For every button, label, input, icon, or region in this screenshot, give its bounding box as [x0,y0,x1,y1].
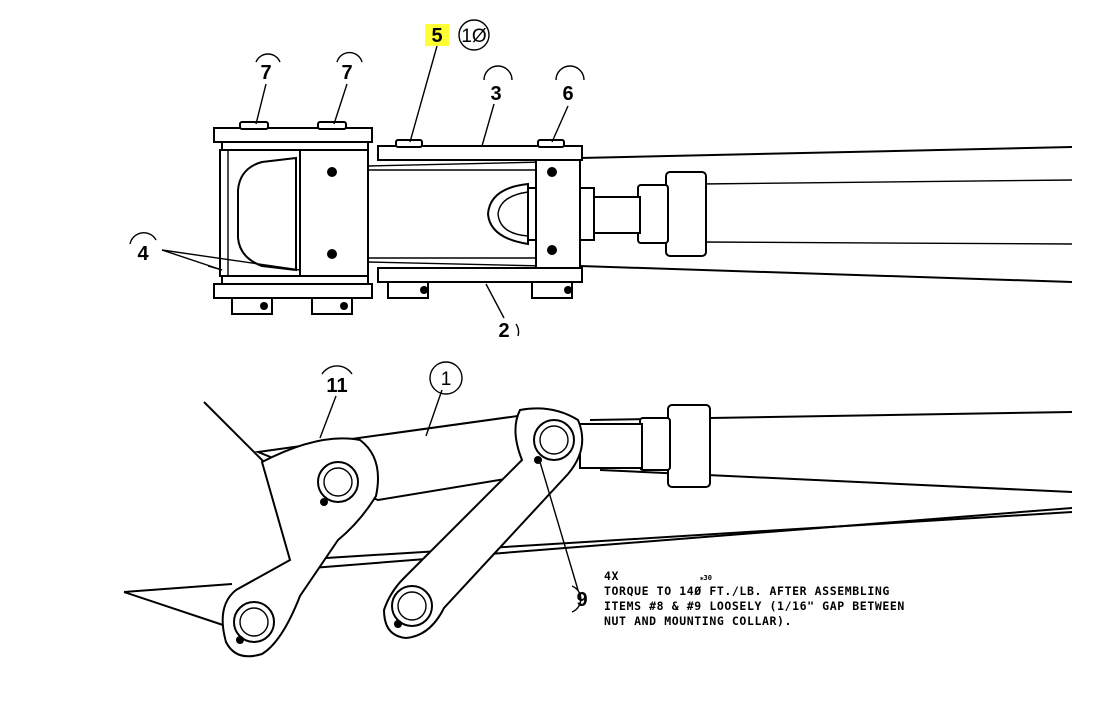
callout-7a: 7 [260,62,271,84]
callout-circle [458,19,490,51]
callout-arc [515,323,520,337]
callout-arc [336,51,363,63]
callout-circle [429,361,463,395]
callout-arc [255,53,281,63]
callout-3: 3 [490,83,501,105]
note-line-3: NUT AND MOUNTING COLLAR). [604,614,792,628]
highlight-box [425,24,449,46]
note-line-1: TORQUE TO 14Ø FT./LB. AFTER ASSEMBLING [604,584,890,598]
note-line-2: ITEMS #8 & #9 LOOSELY (1/16" GAP BETWEEN [604,599,905,613]
callouts: 7 7 5 1Ø 3 6 4 2 11 1 9 [129,19,588,613]
callout-9: 9 [576,589,587,611]
callout-6: 6 [562,83,573,105]
callout-arc [571,585,582,613]
callout-1: 1 [441,369,452,390]
callout-4: 4 [137,243,149,265]
torque-note: 4X ⁎30 TORQUE TO 14Ø FT./LB. AFTER ASSEM… [604,569,905,628]
callout-arc [129,232,157,245]
callout-7b: 7 [341,62,352,84]
callout-arc [555,65,585,81]
callout-arc [321,365,353,375]
leader-lines [161,45,579,591]
note-tag: ⁎30 [700,574,712,582]
top-view-assembly [213,121,1073,315]
side-view-assembly [123,401,1073,658]
callout-11: 11 [326,375,347,397]
callout-2: 2 [498,320,509,342]
callout-10: 1Ø [461,26,487,47]
callout-5: 5 [431,25,442,47]
note-count: 4X [604,569,619,583]
callout-arc [483,65,513,81]
